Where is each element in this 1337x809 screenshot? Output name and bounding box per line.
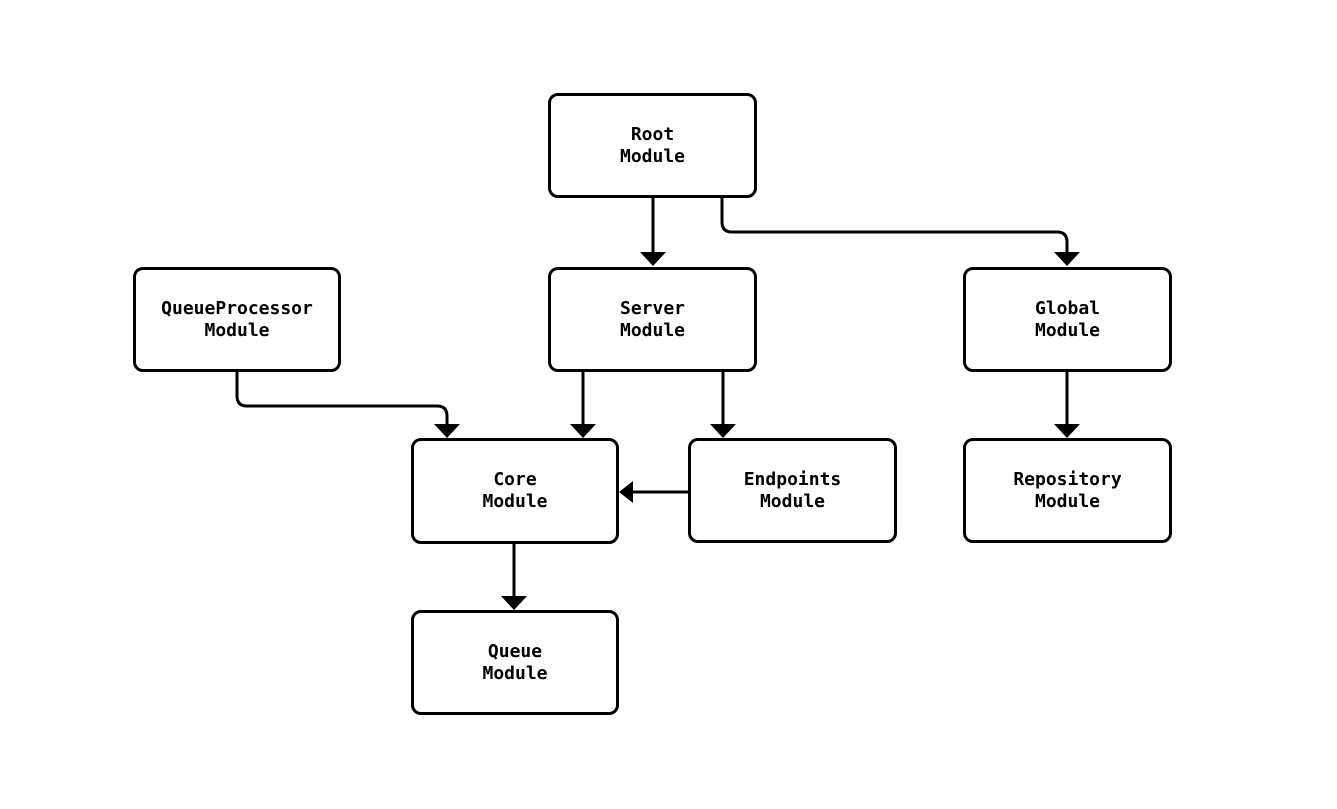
- edge-server-to-core: [570, 372, 596, 438]
- edge-root-to-server: [640, 198, 666, 266]
- arrowhead-icon: [1054, 424, 1080, 438]
- edge-endpoints-to-core: [619, 481, 688, 503]
- node-global-module: Global Module: [963, 267, 1172, 372]
- edge-global-to-repository: [1054, 372, 1080, 438]
- node-core-module-label: Core Module: [482, 469, 548, 512]
- node-repository-module-label: Repository Module: [1013, 468, 1122, 512]
- edge-core-to-queue: [501, 544, 527, 610]
- arrowhead-icon: [619, 481, 633, 503]
- node-queue-module-label: Queue Module: [482, 640, 548, 684]
- arrowhead-icon: [1054, 252, 1080, 266]
- edge-root-to-global: [720, 198, 1080, 266]
- node-global-module-label: Global Module: [1034, 297, 1101, 341]
- node-endpoints-module-label: Endpoints Module: [743, 468, 842, 512]
- node-server-module-label: Server Module: [619, 297, 686, 341]
- node-endpoints-module: Endpoints Module: [688, 438, 897, 543]
- edge-queueprocessor-to-core: [235, 372, 460, 438]
- node-root-module-label: Root Module: [619, 123, 686, 167]
- node-queueprocessor-module: QueueProcessor Module: [133, 267, 341, 372]
- node-core-module: Core Module: [411, 438, 619, 544]
- node-root-module: Root Module: [548, 93, 757, 198]
- node-queue-module: Queue Module: [411, 610, 619, 715]
- arrowhead-icon: [640, 252, 666, 266]
- edge-server-to-endpoints: [710, 372, 736, 438]
- arrowhead-icon: [501, 596, 527, 610]
- arrowhead-icon: [434, 424, 460, 438]
- node-server-module: Server Module: [548, 267, 757, 372]
- arrowhead-icon: [710, 424, 736, 438]
- arrowhead-icon: [570, 424, 596, 438]
- node-queueprocessor-module-label: QueueProcessor Module: [161, 297, 313, 341]
- node-repository-module: Repository Module: [963, 438, 1172, 543]
